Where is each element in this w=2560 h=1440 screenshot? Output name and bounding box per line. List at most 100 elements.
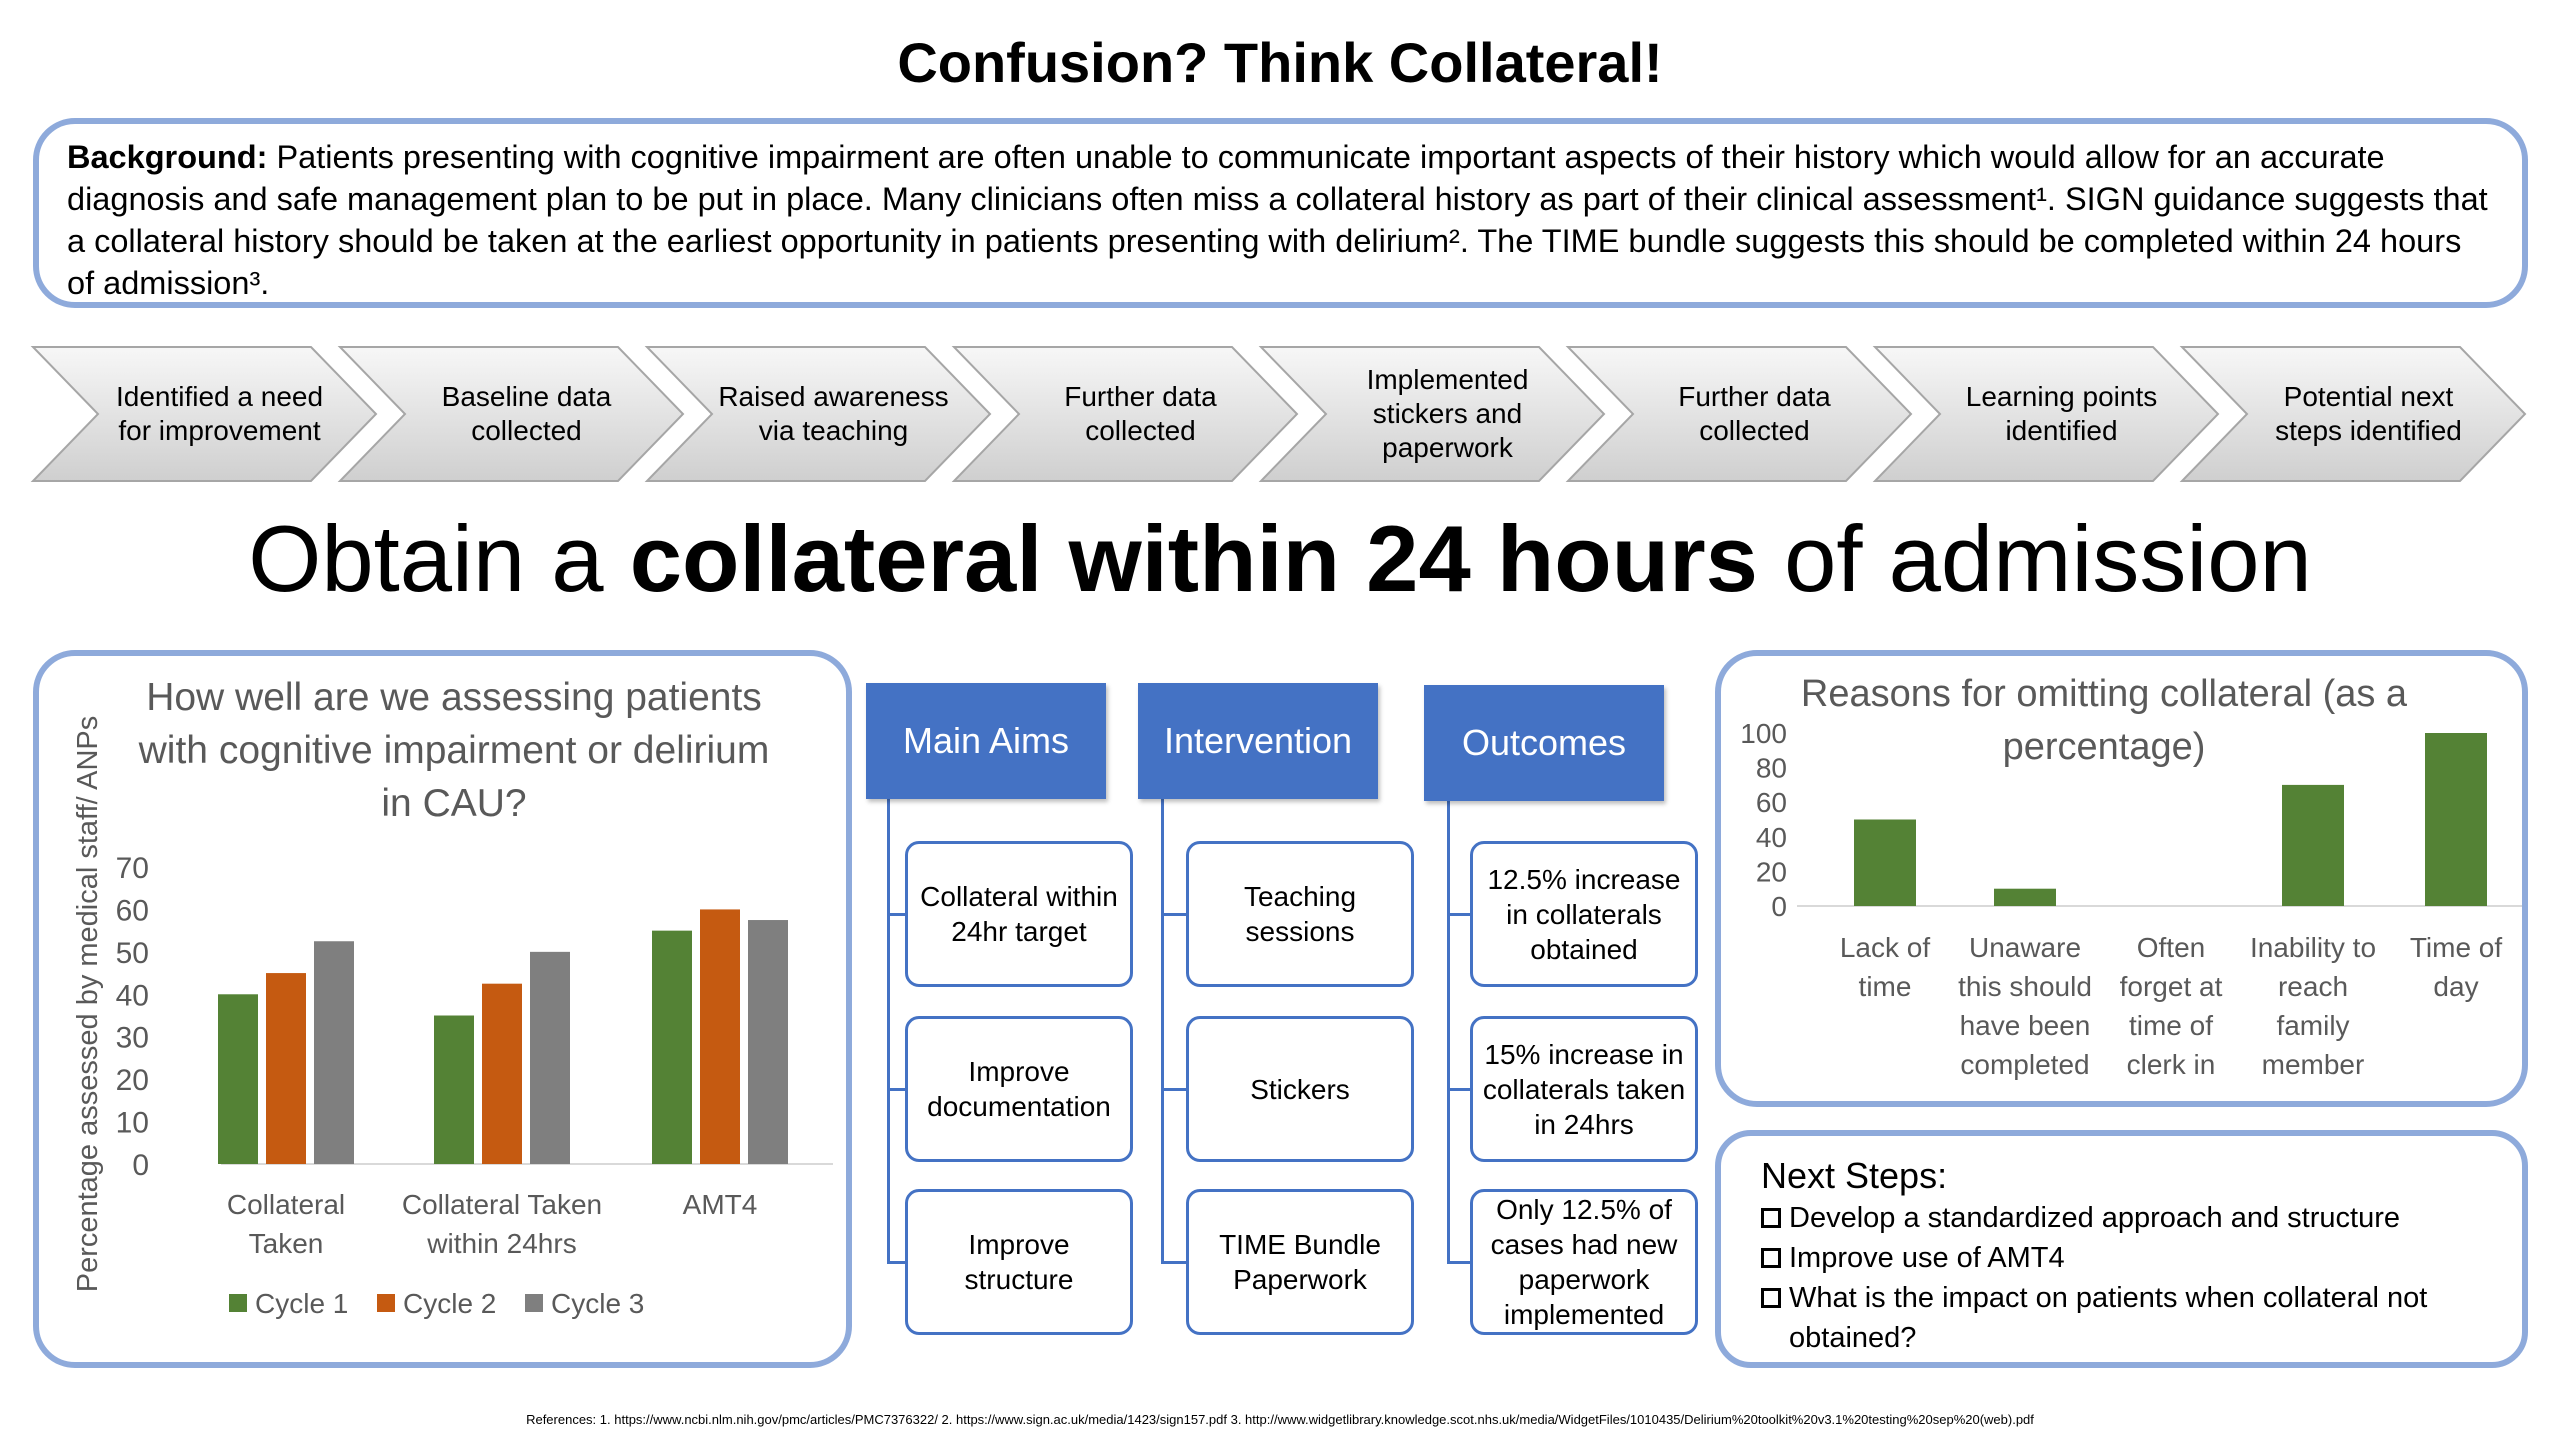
- poster-title: Confusion? Think Collateral!: [897, 31, 1663, 94]
- process-step-chevron: [1565, 346, 1913, 482]
- headline: Obtain a collateral within 24 hours of a…: [0, 505, 2560, 613]
- x-tick-label: reach: [2278, 971, 2348, 1002]
- tree-connector: [1161, 1261, 1186, 1264]
- bar: [2282, 784, 2344, 906]
- tree-connector: [887, 913, 905, 916]
- tree-connector: [887, 1088, 905, 1091]
- column-item: Improve structure: [905, 1189, 1133, 1335]
- y-tick-label: 30: [116, 1022, 149, 1055]
- background-label: Background:: [67, 139, 268, 175]
- next-step-item: Improve use of AMT4: [1761, 1238, 2482, 1278]
- process-chevrons: [30, 346, 2527, 482]
- tree-connector: [1447, 1261, 1470, 1264]
- next-steps-box: Next Steps: Develop a standardized appro…: [1715, 1130, 2528, 1368]
- column-header-outcomes: Outcomes: [1424, 685, 1664, 801]
- legend-label: Cycle 3: [551, 1288, 644, 1319]
- tree-connector: [1161, 1088, 1186, 1091]
- chart-title: in CAU?: [381, 782, 526, 825]
- x-tick-label: Lack of: [1840, 932, 1930, 963]
- chart-title: How well are we assessing patients: [146, 676, 762, 719]
- next-steps-title: Next Steps:: [1761, 1155, 1948, 1196]
- column-item: Teaching sessions: [1186, 841, 1414, 987]
- headline-pre: Obtain a: [248, 506, 630, 611]
- headline-bold: collateral within 24 hours: [629, 506, 1758, 611]
- y-tick-label: 60: [1756, 787, 1787, 818]
- x-tick-label: have been: [1960, 1010, 2091, 1041]
- x-tick-label: family: [2276, 1010, 2349, 1041]
- column-item: TIME Bundle Paperwork: [1186, 1189, 1414, 1335]
- tree-connector: [1161, 798, 1164, 1262]
- chart-title: with cognitive impairment or delirium: [138, 729, 770, 772]
- column-header-intervention: Intervention: [1138, 683, 1378, 799]
- bar: [2425, 733, 2487, 906]
- bar-cycle-1: [218, 994, 258, 1164]
- checkbox-icon: [1761, 1288, 1781, 1308]
- bar-cycle-3: [314, 941, 354, 1164]
- process-step-label: Baseline data collected: [441, 381, 612, 446]
- y-tick-label: 0: [1771, 891, 1787, 922]
- x-tick-label: Inability to: [2250, 932, 2376, 963]
- bar-cycle-3: [530, 951, 570, 1164]
- x-tick-label: day: [2433, 971, 2478, 1002]
- y-axis-label: Percentage assessed by medical staff/ AN…: [72, 716, 104, 1293]
- y-tick-label: 20: [1756, 856, 1787, 887]
- checkbox-icon: [1761, 1248, 1781, 1268]
- process-step-chevron: [1872, 346, 2220, 482]
- process-step-label: Further data collected: [1678, 381, 1831, 446]
- column-item: 15% increase in collaterals taken in 24h…: [1470, 1016, 1698, 1162]
- bar-cycle-3: [748, 920, 788, 1164]
- bar: [1994, 888, 2056, 906]
- process-step-chevron: [337, 346, 685, 482]
- x-tick-label: completed: [1960, 1049, 2089, 1080]
- checkbox-icon: [1761, 1208, 1781, 1228]
- column-item: Only 12.5% of cases had new paperwork im…: [1470, 1189, 1698, 1335]
- bar: [1854, 819, 1916, 906]
- assessment-chart-box: How well are we assessing patients with c…: [33, 650, 852, 1368]
- legend-swatch: [229, 1294, 247, 1312]
- next-step-text: What is the impact on patients when coll…: [1789, 1282, 2428, 1354]
- legend-swatch: [525, 1294, 543, 1312]
- process-step-label: Implemented stickers and paperwork: [1366, 364, 1529, 463]
- x-tick-label: within 24hrs: [426, 1228, 576, 1259]
- legend-swatch: [377, 1294, 395, 1312]
- chart-title: percentage): [2003, 726, 2206, 768]
- y-tick-label: 80: [1756, 753, 1787, 784]
- assessment-chart: How well are we assessing patients with c…: [72, 676, 833, 1319]
- bar-cycle-2: [266, 973, 306, 1164]
- x-tick-label: clerk in: [2127, 1049, 2216, 1080]
- y-tick-label: 60: [116, 894, 149, 927]
- next-step-text: Improve use of AMT4: [1789, 1242, 2065, 1274]
- y-tick-label: 70: [116, 852, 149, 885]
- column-item: Stickers: [1186, 1016, 1414, 1162]
- background-text: Patients presenting with cognitive impai…: [67, 139, 2488, 301]
- references: References: 1. https://www.ncbi.nlm.nih.…: [526, 1412, 2034, 1427]
- y-tick-label: 20: [116, 1064, 149, 1097]
- next-step-text: Develop a standardized approach and stru…: [1789, 1202, 2400, 1234]
- legend-label: Cycle 2: [403, 1288, 496, 1319]
- x-tick-label: Taken: [249, 1228, 324, 1259]
- process-step-chevron: [30, 346, 378, 482]
- y-tick-label: 40: [116, 979, 149, 1012]
- process-step-label: Raised awareness via teaching: [718, 381, 949, 446]
- background-box: Background: Patients presenting with cog…: [33, 118, 2528, 308]
- x-tick-label: Unaware: [1969, 932, 2081, 963]
- y-tick-label: 40: [1756, 822, 1787, 853]
- process-step-chevron: [951, 346, 1299, 482]
- reasons-chart: Reasons for omitting collateral (as aper…: [1740, 673, 2528, 1080]
- next-step-item: What is the impact on patients when coll…: [1761, 1278, 2482, 1358]
- bar-cycle-1: [652, 930, 692, 1164]
- tree-connector: [1161, 913, 1186, 916]
- process-step-label: Potential next steps identified: [2275, 381, 2462, 446]
- process-step-label: Learning points identified: [1965, 381, 2158, 446]
- x-tick-label: this should: [1958, 971, 2092, 1002]
- tree-connector: [887, 1261, 905, 1264]
- x-tick-label: Often: [2137, 932, 2205, 963]
- process-step-chevron: [644, 346, 992, 482]
- x-tick-label: time of: [2129, 1010, 2213, 1041]
- x-tick-label: AMT4: [683, 1189, 758, 1220]
- y-tick-label: 10: [116, 1107, 149, 1140]
- bar-cycle-2: [700, 909, 740, 1164]
- column-item: Collateral within 24hr target: [905, 841, 1133, 987]
- y-tick-label: 50: [116, 937, 149, 970]
